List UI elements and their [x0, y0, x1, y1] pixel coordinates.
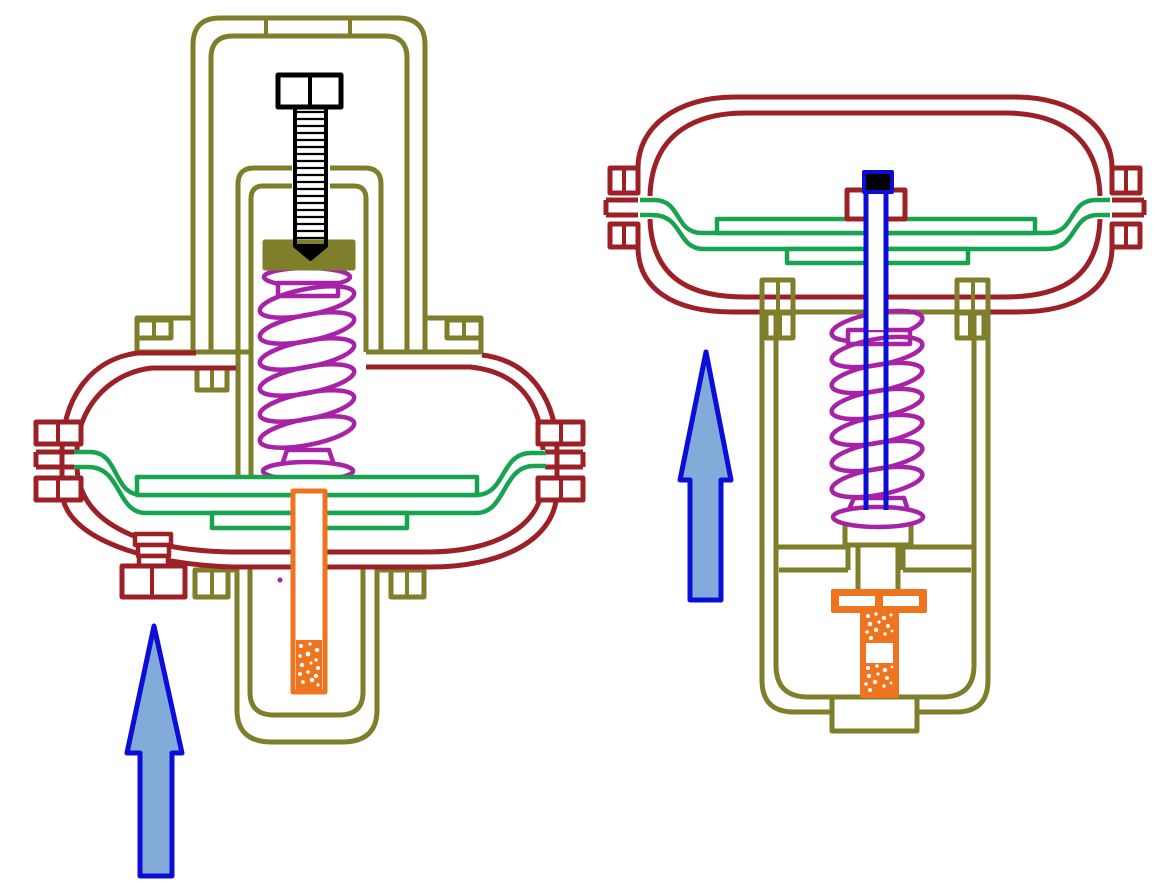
valve-body: [192, 567, 427, 745]
body-outer: [759, 312, 991, 734]
left-regulator: [33, 15, 586, 879]
bolt-shaft: [293, 107, 328, 246]
return-spring: [829, 308, 926, 530]
valve-stem: [290, 488, 328, 695]
setting-spring: [257, 265, 357, 483]
flange-bolts-left: [603, 165, 641, 250]
diaphragm-case: [33, 350, 586, 570]
bolt-tip: [293, 244, 328, 261]
valve-plug: [831, 589, 927, 698]
stem-cap: [862, 170, 894, 194]
actuator-stem: [862, 170, 894, 510]
bonnet-shelf: [776, 544, 974, 573]
vent-bolt: [119, 531, 188, 600]
flow-up-arrow-right: [677, 349, 734, 603]
case-top-notches: [264, 18, 352, 36]
flow-up-arrow-left: [124, 623, 185, 879]
valve-plug: [296, 640, 322, 690]
flange-bolts-right: [1109, 165, 1147, 250]
yoke-and-body: [759, 277, 991, 734]
flange-bolts-left: [33, 419, 84, 503]
right-actuator: [603, 94, 1147, 734]
flange-bolts-right: [535, 419, 586, 503]
spring-case: [134, 15, 484, 477]
diaphragm-case: [603, 94, 1147, 315]
adjusting-bolt: [275, 72, 344, 261]
reference-dot: [277, 577, 283, 583]
